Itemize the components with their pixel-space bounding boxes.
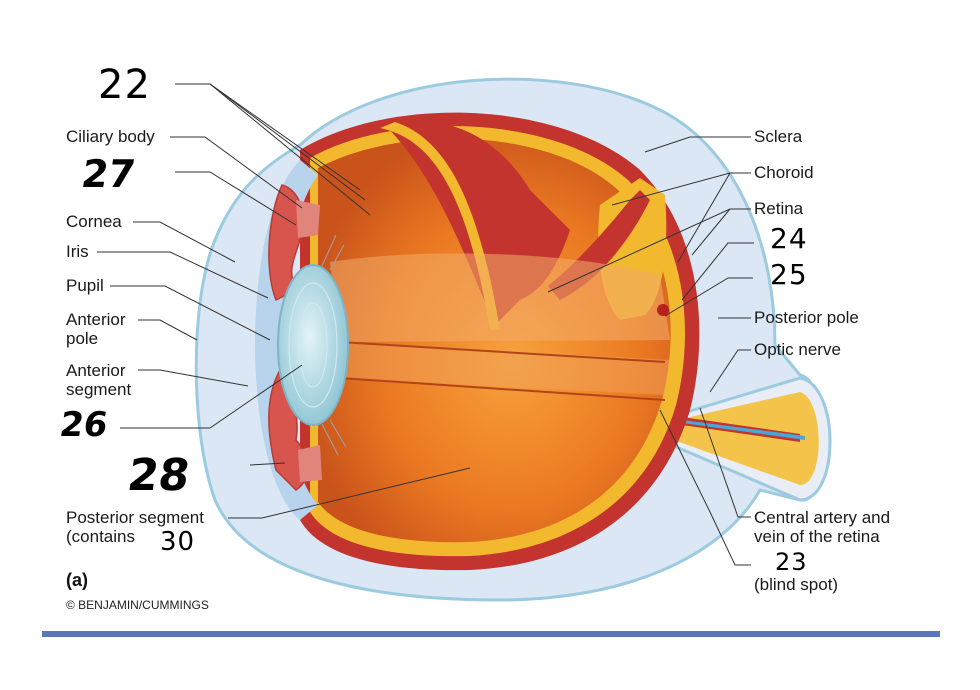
lens [277,234,349,456]
label-ciliary-body: Ciliary body [66,127,155,146]
vitreous-section [330,253,670,401]
label-anterior-pole-line2: pole [66,329,99,348]
label-anterior-pole-line1: Anterior [66,310,126,329]
label-sclera: Sclera [754,127,803,146]
handwritten-26: 26 [57,405,111,445]
label-anterior-segment-line2: segment [66,380,132,399]
handwritten-22: 22 [98,62,151,108]
handwritten-23: 23 [775,548,808,576]
label-central-artery-line1: Central artery and [754,508,891,527]
label-pupil: Pupil [66,276,104,295]
copyright-text: © BENJAMIN/CUMMINGS [66,598,209,612]
figure-part-label: (a) [66,570,88,590]
label-central-artery-line2: vein of the retina [754,527,880,546]
label-blind-spot: (blind spot) [754,575,839,594]
handwritten-25: 25 [770,258,808,291]
label-posterior-pole: Posterior pole [754,308,859,327]
label-posterior-segment-line2: (contains [66,527,135,546]
handwritten-27: 27 [78,152,138,196]
label-posterior-segment-line1: Posterior segment [66,508,204,527]
label-optic-nerve: Optic nerve [754,340,841,359]
handwritten-24: 24 [770,222,808,255]
label-cornea: Cornea [66,212,122,231]
handwritten-28: 28 [124,450,193,501]
handwritten-30: 30 [160,527,196,557]
slide-divider-bar [42,631,940,637]
label-iris: Iris [66,242,89,261]
leader-lines [97,83,754,566]
label-retina: Retina [754,199,804,218]
label-anterior-segment-line1: Anterior [66,361,126,380]
label-choroid: Choroid [754,163,814,182]
